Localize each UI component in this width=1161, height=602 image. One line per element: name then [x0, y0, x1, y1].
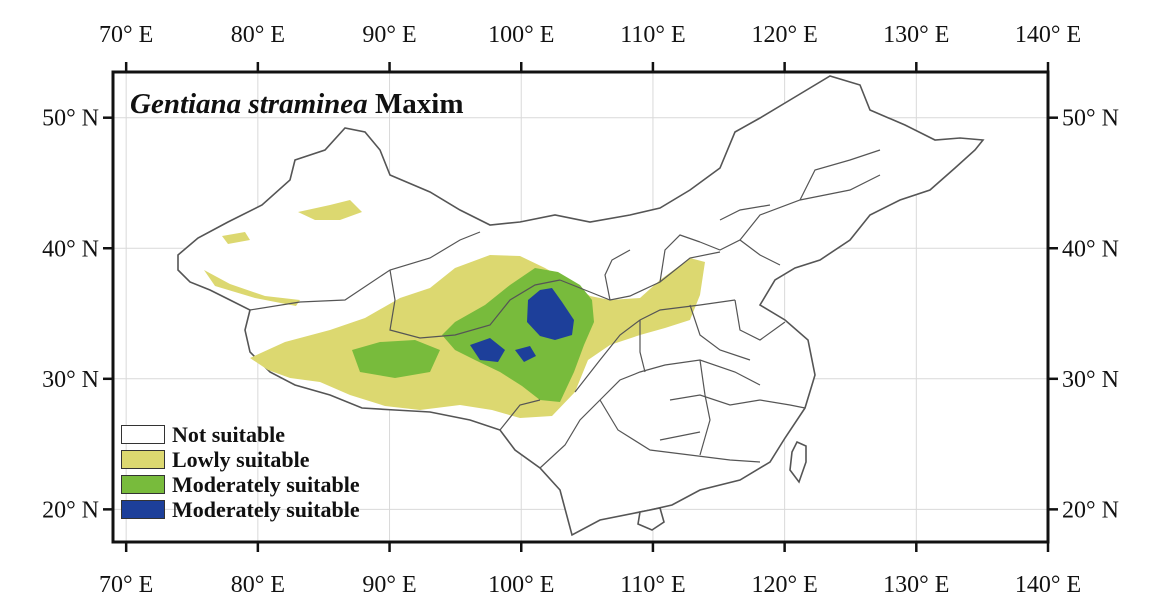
map-frame — [111, 70, 1050, 544]
lat-label-left: 40° N — [42, 236, 99, 262]
axis-ticks: 70° E 70° E 80° E 80° E 90° E 90° E 100° E 100°… — [42, 22, 1119, 598]
lon-label-top: 90° E — [362, 22, 416, 48]
lat-label-left: 50° N — [42, 106, 99, 132]
lon-label-top: 110° E — [620, 22, 685, 48]
legend-label-lowly-suitable: Lowly suitable — [172, 446, 310, 472]
legend-swatch-highly-suitable — [121, 500, 165, 519]
lon-label-bottom: 100° E — [488, 572, 554, 598]
legend-item-moderately-suitable: Moderately suitable — [121, 472, 360, 497]
map-title-species: Gentiana straminea — [130, 88, 368, 120]
legend-item-not-suitable: Not suitable — [121, 422, 360, 447]
lat-label-right: 20° N — [1062, 497, 1119, 523]
lon-label-bottom: 70° E — [99, 572, 153, 598]
lon-label-bottom: 140° E — [1015, 572, 1081, 598]
lon-label-bottom: 110° E — [620, 572, 685, 598]
lat-label-right: 40° N — [1062, 236, 1119, 262]
lon-label-top: 100° E — [488, 22, 554, 48]
lon-label-bottom: 120° E — [751, 572, 817, 598]
map-title-rest: Maxim — [367, 88, 464, 120]
map-title: Gentiana straminea Maxim — [130, 88, 464, 121]
taiwan-island — [789, 440, 807, 484]
lat-label-left: 30° N — [42, 367, 99, 393]
lon-label-top: 140° E — [1015, 22, 1081, 48]
hainan-island — [637, 507, 665, 531]
legend-item-highly-suitable: Moderately suitable — [121, 497, 360, 522]
lon-label-top: 130° E — [883, 22, 949, 48]
lon-label-top: 80° E — [231, 22, 285, 48]
legend-label-not-suitable: Not suitable — [172, 421, 286, 447]
lon-label-bottom: 90° E — [362, 572, 416, 598]
lat-label-right: 30° N — [1062, 367, 1119, 393]
highly-suitable-areas — [470, 288, 574, 362]
legend-swatch-lowly-suitable — [121, 450, 165, 469]
lon-label-top: 120° E — [751, 22, 817, 48]
lat-label-left: 20° N — [42, 497, 99, 523]
legend-label-highly-suitable: Moderately suitable — [172, 496, 360, 522]
legend-swatch-moderately-suitable — [121, 475, 165, 494]
legend-label-moderately-suitable: Moderately suitable — [172, 471, 360, 497]
lon-label-bottom: 130° E — [883, 572, 949, 598]
province-borders — [249, 149, 881, 469]
map-legend: Not suitable Lowly suitable Moderately s… — [121, 422, 360, 522]
lon-label-bottom: 80° E — [231, 572, 285, 598]
lat-label-right: 50° N — [1062, 106, 1119, 132]
legend-item-lowly-suitable: Lowly suitable — [121, 447, 360, 472]
lon-label-top: 70° E — [99, 22, 153, 48]
legend-swatch-not-suitable — [121, 425, 165, 444]
